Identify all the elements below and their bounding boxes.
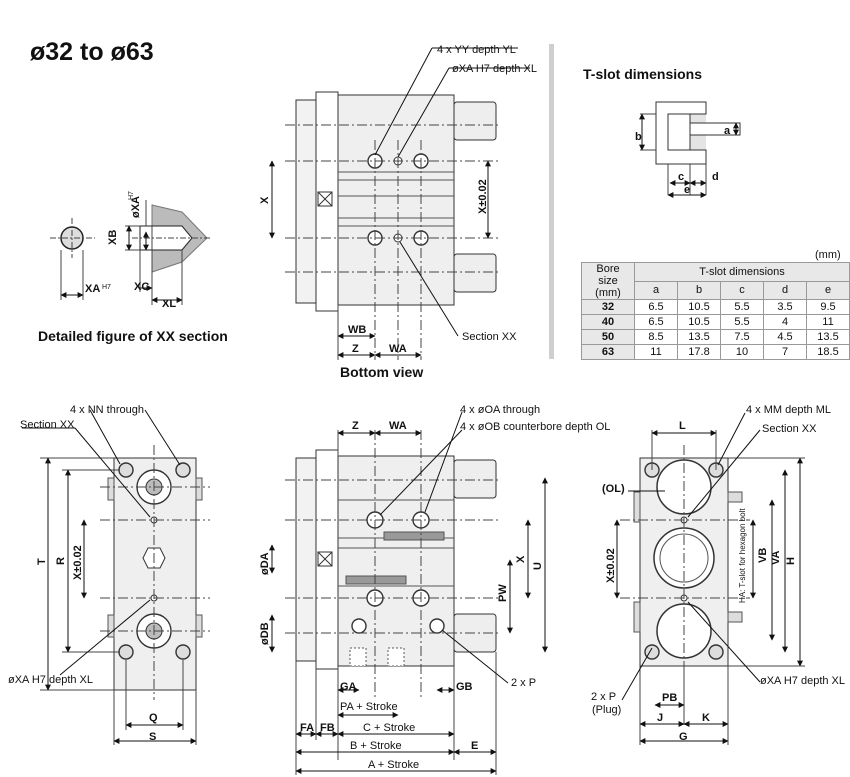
nn-through-label: 4 x NN through [70, 404, 144, 416]
tslot-e-label: e [684, 184, 690, 196]
dim-h: H [785, 557, 797, 565]
dim-fb: FB [320, 722, 335, 734]
plug-note: (Plug) [592, 704, 621, 716]
section-divider [549, 44, 554, 359]
dim-r: R [55, 557, 67, 565]
dim-x-side: X [515, 555, 527, 563]
c-stroke-label: C + Stroke [363, 722, 415, 734]
dim-e: E [471, 740, 478, 752]
tslot-dimensions-header: T-slot dimensions [634, 262, 850, 282]
pa-stroke-label: PA + Stroke [340, 701, 398, 713]
dim-x-tol-right: X±0.02 [605, 548, 617, 583]
tslot-sketch [639, 101, 741, 198]
dim-ga: GA [340, 681, 357, 693]
dim-xc: XC [134, 281, 149, 293]
dim-k: K [702, 712, 710, 724]
ob-counterbore-label: 4 x øOB counterbore depth OL [460, 421, 610, 433]
dim-vb: VB [757, 548, 769, 563]
dim-g: G [679, 731, 688, 743]
ol-label: (OL) [602, 483, 625, 495]
tslot-title: T-slot dimensions [583, 66, 703, 82]
dim-x-tol-bottom: X±0.02 [477, 179, 489, 214]
detail-xx-figure [50, 200, 210, 305]
dim-gb: GB [456, 681, 473, 693]
bottom-view-drawing [269, 47, 530, 360]
section-xx-label: Section XX [462, 331, 517, 343]
unit-label: (mm) [815, 249, 841, 261]
xa-depth-left-label: øXA H7 depth XL [8, 674, 93, 686]
section-xx-left-label: Section XX [20, 419, 75, 431]
tslot-a-label: a [724, 125, 731, 137]
dim-xl: XL [162, 298, 176, 310]
a-stroke-label: A + Stroke [368, 759, 419, 771]
tslot-d-label: d [712, 171, 719, 183]
col-e: e [806, 280, 850, 300]
dim-s: S [149, 731, 156, 743]
dim-fa: FA [300, 722, 314, 734]
col-d: d [763, 280, 807, 300]
dim-da: øDA [259, 552, 271, 575]
page-title: ø32 to ø63 [30, 38, 154, 66]
hex-bolt-label: HA: T-slot for hexagon bolt [738, 508, 747, 603]
oa-through-label: 4 x øOA through [460, 404, 540, 416]
xa-depth-right-label: øXA H7 depth XL [760, 675, 845, 687]
section-xx-right-label: Section XX [762, 423, 817, 435]
dim-l: L [679, 420, 686, 432]
dim-t: T [36, 558, 48, 565]
dim-pw: PW [497, 584, 509, 602]
dim-x-tol-left: X±0.02 [72, 545, 84, 580]
tslot-b-label: b [635, 131, 642, 143]
dim-j: J [657, 712, 663, 724]
col-c: c [720, 280, 764, 300]
right-end-view [614, 412, 805, 745]
dim-z-bottom: Z [352, 343, 359, 355]
dim-z-side: Z [352, 420, 359, 432]
svg-text:H7: H7 [102, 284, 111, 291]
dim-wa-bottom: WA [389, 343, 407, 355]
dim-xb: XB [107, 230, 119, 245]
tslot-c-label: c [678, 171, 684, 183]
dim-u: U [532, 562, 544, 570]
col-a: a [634, 280, 678, 300]
col-b: b [677, 280, 721, 300]
bore-size-header: Bore size(mm) [581, 262, 635, 300]
bottom-view-caption: Bottom view [340, 364, 424, 380]
dim-xa-detail: øXA [130, 196, 142, 218]
left-end-view [22, 409, 210, 745]
side-view [269, 411, 548, 775]
yy-depth-label: 4 x YY depth YL [437, 44, 516, 56]
b-stroke-label: B + Stroke [350, 740, 402, 752]
dim-xah7: XA [85, 283, 100, 295]
dim-wb: WB [348, 324, 366, 336]
dim-db: øDB [259, 622, 271, 645]
tslot-table: Bore size(mm) T-slot dimensions a b c d … [581, 262, 850, 360]
dim-wa-side: WA [389, 420, 407, 432]
two-p-label: 2 x P [511, 677, 536, 689]
mm-depth-label: 4 x MM depth ML [746, 404, 831, 416]
xa-depth-top-label: øXA H7 depth XL [452, 63, 537, 75]
plug-label: 2 x P [591, 691, 616, 703]
dim-q: Q [149, 712, 158, 724]
detail-caption: Detailed figure of XX section [38, 328, 228, 344]
dim-va: VA [770, 550, 782, 565]
dim-pb: PB [662, 692, 677, 704]
svg-text:H7: H7 [128, 191, 135, 200]
dim-x-bottom: X [259, 196, 271, 204]
